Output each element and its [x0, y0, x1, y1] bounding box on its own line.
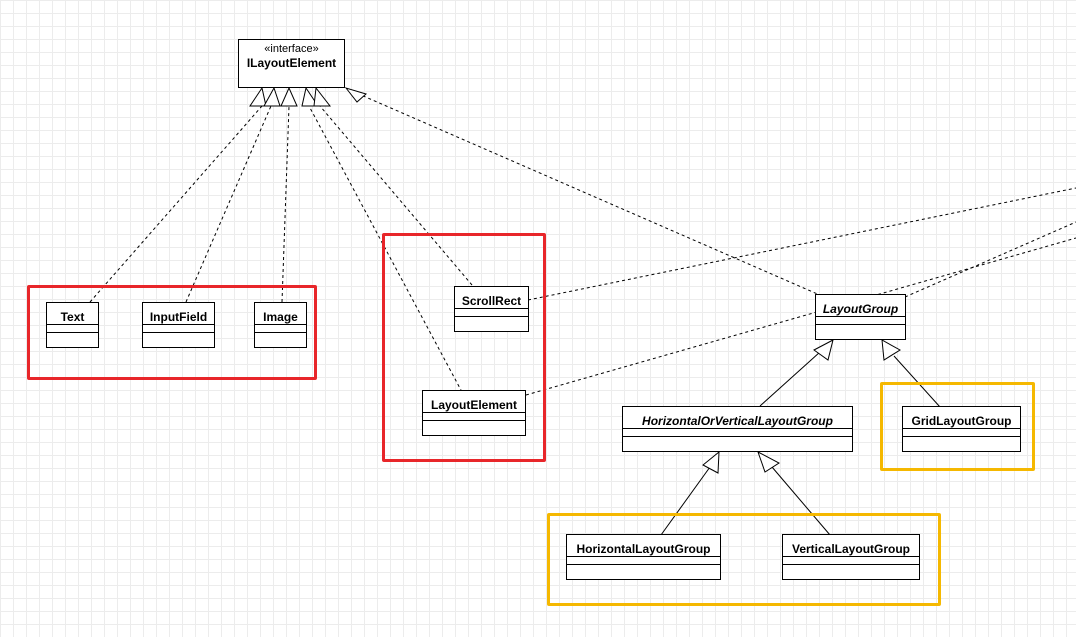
- generalization-line-hov-to-layoutgroup: [759, 351, 821, 407]
- class-operations-section: [783, 565, 919, 579]
- class-layoutgroup[interactable]: LayoutGroup: [815, 294, 906, 340]
- class-layoutelement-name: LayoutElement: [423, 391, 525, 413]
- generalization-line-horizontal-to-hov: [660, 466, 711, 536]
- class-inputfield-name: InputField: [143, 303, 214, 325]
- dashed-line-scrollrect-offscreen: [527, 187, 1076, 301]
- arrowhead-text: [249, 86, 267, 107]
- class-attributes-section: [455, 309, 528, 317]
- class-operations-section: [423, 421, 525, 435]
- class-scrollrect-name: ScrollRect: [455, 287, 528, 309]
- arrowhead-vertical-to-hov: [757, 450, 780, 473]
- interface-name: ILayoutElement: [246, 56, 337, 70]
- realization-line-inputfield: [185, 105, 272, 303]
- interface-stereotype: «interface»: [264, 43, 319, 55]
- arrowhead-scrollrect: [313, 86, 332, 107]
- class-attributes-section: [783, 557, 919, 565]
- arrowhead-grid-to-layoutgroup: [881, 339, 901, 361]
- highlight-group-text-inputfield-image: [27, 285, 317, 380]
- highlight-group-scrollrect-layoutelement: [382, 233, 546, 462]
- class-operations-section: [255, 333, 306, 347]
- interface-ilayoutelement[interactable]: «interface» ILayoutElement: [238, 39, 345, 88]
- class-image-name: Image: [255, 303, 306, 325]
- class-text[interactable]: Text: [46, 302, 99, 348]
- highlight-group-horizontal-vertical: [547, 513, 941, 606]
- class-horizontalorverticallayoutgroup-name: HorizontalOrVerticalLayoutGroup: [623, 407, 852, 429]
- highlight-group-gridlayoutgroup: [880, 382, 1035, 471]
- class-attributes-section: [567, 557, 720, 565]
- class-attributes-section: [816, 317, 905, 325]
- class-attributes-section: [423, 413, 525, 421]
- class-scrollrect[interactable]: ScrollRect: [454, 286, 529, 332]
- class-attributes-section: [623, 429, 852, 437]
- class-gridlayoutgroup-name: GridLayoutGroup: [903, 407, 1020, 429]
- class-attributes-section: [47, 325, 98, 333]
- class-horizontallayoutgroup[interactable]: HorizontalLayoutGroup: [566, 534, 721, 580]
- class-image[interactable]: Image: [254, 302, 307, 348]
- class-text-name: Text: [47, 303, 98, 325]
- class-attributes-section: [143, 325, 214, 333]
- class-operations-section: [143, 333, 214, 347]
- class-gridlayoutgroup[interactable]: GridLayoutGroup: [902, 406, 1021, 452]
- arrowhead-layoutgroup: [344, 87, 368, 103]
- class-operations-section: [455, 317, 528, 331]
- arrowhead-inputfield: [263, 86, 281, 107]
- class-layoutelement[interactable]: LayoutElement: [422, 390, 526, 436]
- class-attributes-section: [255, 325, 306, 333]
- class-layoutgroup-name: LayoutGroup: [816, 295, 905, 317]
- realization-line-layoutelement: [308, 105, 463, 393]
- class-inputfield[interactable]: InputField: [142, 302, 215, 348]
- generalization-line-grid-to-layoutgroup: [893, 355, 941, 408]
- dashed-line-layoutgroup-offscreen: [904, 221, 1076, 298]
- class-verticallayoutgroup[interactable]: VerticalLayoutGroup: [782, 534, 920, 580]
- realization-line-text: [89, 105, 263, 303]
- class-operations-section: [47, 333, 98, 347]
- realization-line-image: [281, 105, 290, 303]
- class-operations-section: [567, 565, 720, 579]
- class-operations-section: [903, 437, 1020, 451]
- dashed-line-layoutelement-offscreen: [525, 237, 1076, 396]
- arrowhead-horizontal-to-hov: [702, 450, 720, 474]
- class-horizontalorverticallayoutgroup[interactable]: HorizontalOrVerticalLayoutGroup: [622, 406, 853, 452]
- arrowhead-hov-to-layoutgroup: [813, 339, 834, 361]
- class-verticallayoutgroup-name: VerticalLayoutGroup: [783, 535, 919, 557]
- generalization-line-vertical-to-hov: [771, 466, 831, 536]
- class-operations-section: [816, 325, 905, 339]
- class-attributes-section: [903, 429, 1020, 437]
- class-horizontallayoutgroup-name: HorizontalLayoutGroup: [567, 535, 720, 557]
- class-operations-section: [623, 437, 852, 451]
- arrowhead-image: [280, 86, 298, 107]
